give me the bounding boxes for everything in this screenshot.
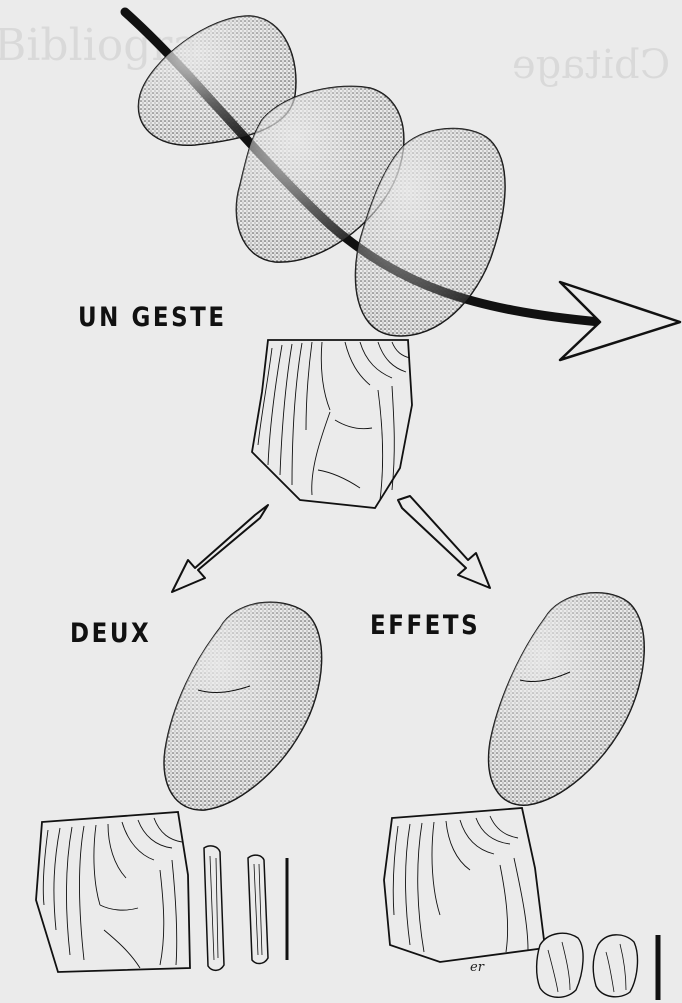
- core-icon: [384, 808, 545, 962]
- flake-icon: [537, 933, 583, 997]
- blade-icon: [204, 846, 224, 970]
- label-effets: EFFETS: [370, 610, 480, 641]
- arrow-icon: [172, 505, 268, 592]
- blade-icon: [248, 855, 268, 963]
- core-icon: [252, 340, 412, 508]
- label-deux: DEUX: [70, 618, 151, 649]
- hammerstone-icon: [164, 602, 322, 810]
- label-un-geste: UN GESTE: [78, 302, 227, 333]
- flake-icon: [593, 935, 637, 997]
- artist-initials: er: [470, 960, 484, 975]
- hammerstone-icon: [489, 593, 645, 805]
- arrow-icon: [398, 496, 490, 588]
- core-icon: [36, 812, 190, 972]
